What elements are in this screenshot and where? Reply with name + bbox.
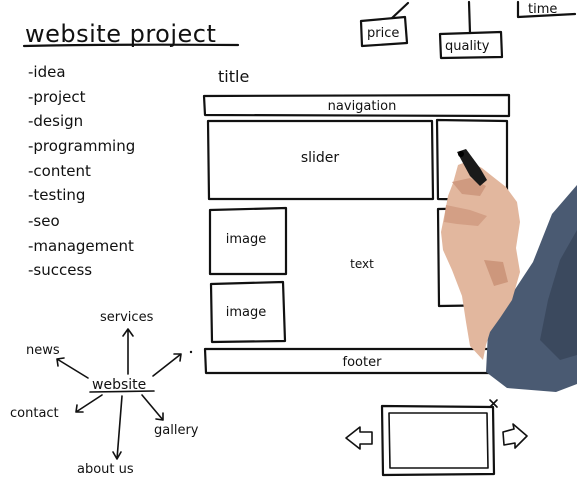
hand-with-marker — [441, 149, 577, 392]
mindmap-gallery: gallery — [154, 423, 199, 438]
slider-label: slider — [301, 150, 340, 166]
footer-bar: footer — [203, 347, 511, 375]
quality-label: quality — [445, 39, 490, 54]
mindmap-contact: contact — [10, 406, 59, 421]
mindmap-about: about us — [77, 462, 134, 477]
heading-underline — [22, 43, 240, 48]
time-label: time — [528, 2, 557, 17]
checklist-item: -idea — [28, 63, 66, 81]
mindmap-news: news — [26, 343, 60, 358]
image-box-bottom: image — [209, 280, 287, 344]
checklist-item: -content — [28, 162, 91, 180]
image-top-label: image — [226, 232, 267, 247]
image-bottom-label: image — [226, 305, 267, 320]
arrow-upright-icon — [152, 353, 182, 377]
mindmap-center-underline — [89, 390, 155, 393]
checklist-item: -seo — [28, 212, 60, 230]
arrow-left-icon — [345, 426, 373, 450]
checklist-item: -testing — [28, 186, 85, 204]
checklist-item: -programming — [28, 137, 135, 155]
mindmap: website services news contact about us g… — [10, 310, 199, 477]
screen-sketch — [345, 399, 528, 477]
arrow-about-icon — [112, 395, 123, 460]
arrow-news-icon — [56, 357, 89, 379]
navigation-label: navigation — [328, 99, 397, 114]
arrow-gallery-icon — [141, 394, 164, 421]
arrow-contact-icon — [75, 394, 103, 413]
quality-box: quality — [438, 0, 504, 60]
wireframe-title: title — [218, 67, 249, 86]
arrow-services-icon — [122, 328, 134, 375]
image-box-top: image — [208, 206, 288, 276]
checklist-item: -success — [28, 261, 92, 279]
price-label: price — [367, 26, 399, 41]
mindmap-services: services — [100, 310, 154, 325]
text-block-label: text — [350, 257, 374, 271]
checklist-item: -design — [28, 112, 83, 130]
slider-box: slider — [206, 119, 435, 201]
time-box: time — [516, 0, 577, 19]
checklist-item: -project — [28, 88, 86, 106]
price-box: price — [359, 1, 410, 48]
marker-icon — [457, 149, 487, 186]
heading: website project — [25, 20, 216, 48]
navigation-bar: navigation — [202, 93, 511, 118]
checklist-item: -management — [28, 237, 134, 255]
arrow-right-icon — [502, 423, 528, 449]
checklist: -idea -project -design -programming -con… — [28, 63, 135, 279]
footer-label: footer — [343, 355, 383, 370]
mindmap-center: website — [92, 377, 146, 393]
